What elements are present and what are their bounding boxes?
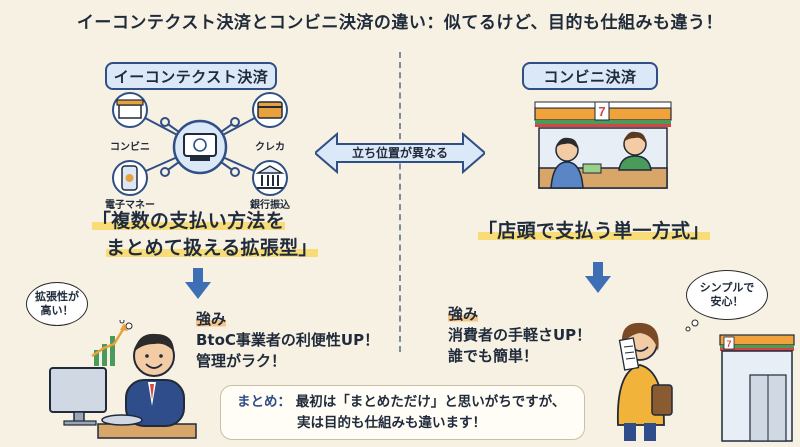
hub-label-bank: 銀行振込 [250, 200, 290, 211]
credit-card-icon [252, 92, 288, 128]
left-strengths: 強み BtoC事業者の利便性UP！ 管理がラク！ [196, 309, 396, 372]
right-strengths: 強み 消費者の手軽さUP！ 誰でも簡単！ [448, 304, 618, 367]
store-logo-icon: 7 [594, 101, 610, 121]
monitor-icon [49, 367, 107, 426]
left-quote-line1: 「複数の支払い方法を [92, 210, 286, 232]
svg-text:7: 7 [726, 339, 731, 349]
left-quote-line2: まとめて扱える拡張型」 [106, 237, 318, 259]
page-title: イーコンテクスト決済とコンビニ決済の違い：似てるけど、目的も仕組みも違う！ [76, 13, 724, 33]
double-arrow [315, 132, 485, 174]
right-strength-line1: 消費者の手軽さUP！ [448, 326, 592, 344]
svg-text:7: 7 [598, 104, 605, 119]
right-down-arrow [585, 262, 611, 293]
left-speech-bubble: 拡張性が高い！ [26, 282, 88, 326]
summary-box: まとめ： 最初は「まとめただけ」と思いがちですが、 実は目的も仕組みも違います！ [220, 385, 585, 440]
left-strength-line1: BtoC事業者の利便性UP！ [196, 331, 380, 349]
right-strength-line2: 誰でも簡単！ [448, 347, 539, 365]
double-arrow-label: 立ち位置が異なる [351, 146, 448, 160]
right-quote-text: 「店頭で支払う単一方式」 [478, 220, 710, 242]
businessman-illustration [49, 320, 197, 439]
hub-label-convenience: コンビニ [110, 142, 150, 153]
summary-label: まとめ： [237, 394, 291, 410]
hub-label-credit-card: クレカ [255, 142, 285, 153]
growth-chart-icon [91, 323, 128, 366]
summary-line1: 最初は「まとめただけ」と思いがちですが、 [295, 394, 566, 410]
right-strength-label: 強み [448, 305, 479, 323]
left-strength-line2: 管理がラク！ [196, 352, 287, 370]
payment-hub-diagram [112, 92, 288, 196]
left-down-arrow [185, 268, 211, 299]
hub-label-e-money: 電子マネー [105, 200, 155, 211]
left-strength-label: 強み [196, 310, 227, 328]
right-quote: 「店頭で支払う単一方式」 [478, 218, 738, 245]
receipt-icon [618, 337, 640, 371]
store-icon [112, 92, 148, 128]
left-bubble-text: 拡張性が高い！ [35, 290, 79, 317]
summary-line2: 実は目的も仕組みも違います！ [297, 415, 486, 431]
right-bubble-text: シンプルで安心！ [699, 281, 755, 308]
woman-with-receipt-illustration: 7 [616, 319, 795, 442]
bank-icon [252, 160, 288, 196]
convenience-store-icon: 7 [719, 334, 795, 442]
convenience-store-scene: 7 [534, 101, 672, 189]
right-speech-bubble: シンプルで安心！ [686, 270, 768, 320]
left-quote: 「複数の支払い方法を まとめて扱える拡張型」 [92, 208, 352, 262]
payment-terminal-icon [172, 119, 228, 175]
left-heading: イーコンテクスト決済 [105, 62, 277, 90]
e-money-icon [112, 160, 148, 196]
right-heading: コンビニ決済 [522, 62, 658, 90]
center-divider [399, 52, 401, 352]
